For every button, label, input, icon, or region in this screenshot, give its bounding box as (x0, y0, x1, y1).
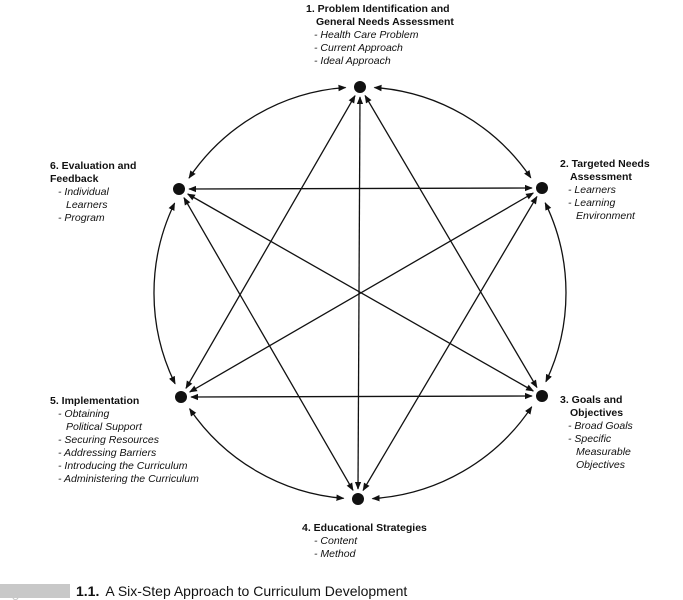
step-6-dot (173, 183, 185, 195)
cycle-arc-2-3 (544, 202, 567, 383)
step-4-dot (352, 493, 364, 505)
node-2-title-line: Assessment (570, 171, 632, 183)
cycle-arc-3-4 (371, 406, 533, 502)
node-5-title-line: 5. Implementation (50, 395, 140, 407)
node-2-label: 2. Targeted Needs Assessment - Learners … (560, 158, 650, 223)
node-3-title-line: Objectives (570, 407, 624, 419)
node-4-item: - Method (314, 548, 356, 560)
node-3-item: - Specific (568, 433, 612, 445)
node-3-item: - Broad Goals (568, 420, 633, 432)
figure-caption: Figure 1.1. A Six-Step Approach to Curricu… (0, 583, 683, 600)
node-5-item: - Securing Resources (58, 434, 159, 446)
node-5-item: - Administering the Curriculum (58, 473, 199, 485)
node-1-item: - Health Care Problem (314, 29, 419, 41)
figure-number: 1.1. (76, 583, 100, 599)
node-2-title-line: 2. Targeted Needs (560, 158, 650, 170)
node-6-item: Learners (66, 199, 108, 211)
node-3-item: Objectives (576, 459, 626, 471)
node-1-item: - Current Approach (314, 42, 403, 54)
step-5-dot (175, 391, 187, 403)
node-6-title-line: Feedback (50, 173, 99, 185)
connector-arrow-2-6 (188, 184, 533, 193)
node-3-item: Measurable (576, 446, 631, 458)
node-2-item: Environment (576, 210, 635, 222)
node-6-label: 6. Evaluation and Feedback - Individual … (50, 160, 136, 225)
connector-arrow-1-5 (185, 95, 356, 389)
step-3-dot (536, 390, 548, 402)
node-6-title-line: 6. Evaluation and (50, 160, 137, 172)
figure-caption-text: A Six-Step Approach to Curriculum Develo… (105, 583, 408, 599)
cycle-arc-5-6 (153, 202, 176, 385)
step-1-dot (354, 81, 366, 93)
cycle-arc-4-5 (189, 408, 345, 501)
connector-arrow-3-5 (190, 392, 533, 401)
node-3-title-line: 3. Goals and (560, 394, 623, 406)
node-1-label: 1. Problem Identification and General Ne… (306, 3, 454, 68)
node-6-item: - Individual (58, 186, 109, 198)
node-5-item: - Addressing Barriers (58, 447, 157, 459)
node-1-title-line: 1. Problem Identification and (306, 3, 450, 15)
node-5-label: 5. Implementation - Obtaining Political … (50, 395, 199, 486)
node-4-item: - Content (314, 535, 358, 547)
node-3-label: 3. Goals and Objectives - Broad Goals - … (560, 394, 633, 472)
step-2-dot (536, 182, 548, 194)
node-2-item: - Learning (568, 197, 616, 209)
cycle-arc-1-2 (373, 84, 532, 179)
node-5-item: - Obtaining (58, 408, 110, 420)
connector-arrow-4-6 (183, 197, 354, 491)
node-6-item: - Program (58, 212, 105, 224)
node-2-item: - Learners (568, 184, 616, 196)
node-5-item: - Introducing the Curriculum (58, 460, 188, 472)
node-1-title-line: General Needs Assessment (316, 16, 454, 28)
node-4-title-line: 4. Educational Strategies (302, 522, 427, 534)
node-1-item: - Ideal Approach (314, 55, 391, 67)
node-5-item: Political Support (66, 421, 142, 433)
node-4-label: 4. Educational Strategies - Content - Me… (302, 522, 427, 561)
figure-prefix: Figure (0, 584, 70, 600)
cycle-arc-6-1 (188, 84, 347, 179)
